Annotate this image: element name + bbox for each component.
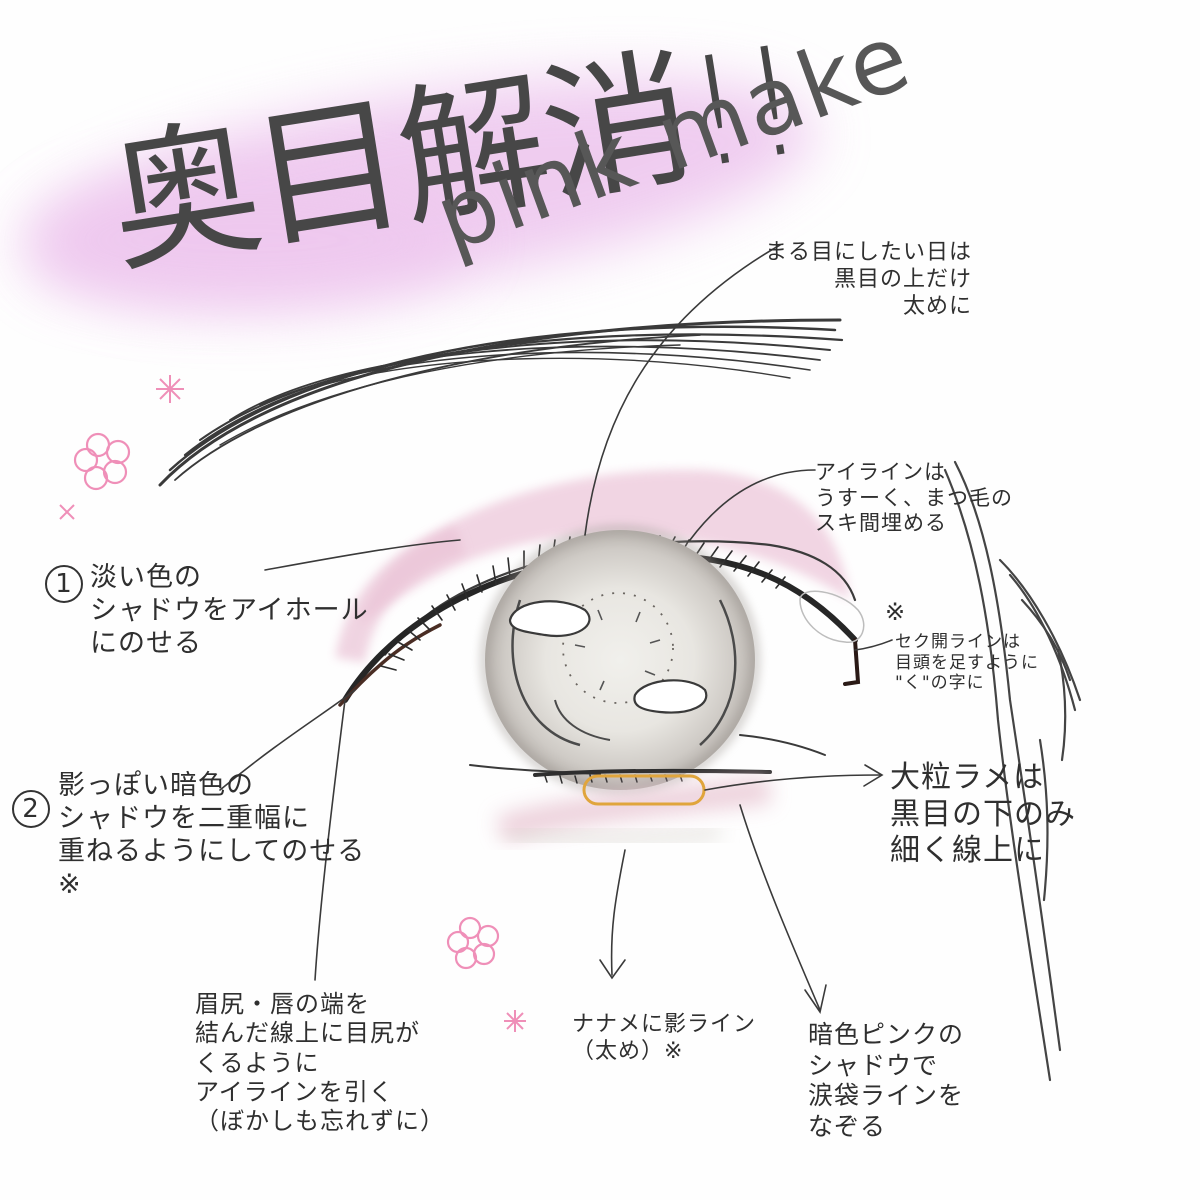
- annotation-inner-line: セク開ラインは 目頭を足すように "く"の字に: [895, 632, 1039, 694]
- eyebrow: [158, 318, 844, 487]
- iris: [481, 526, 759, 794]
- tear-bag-shadow: [495, 776, 772, 847]
- annotation-step-1: 淡い色の シャドウをアイホール にのせる: [90, 562, 369, 659]
- flower-icon: [73, 432, 131, 491]
- lower-lid: [469, 734, 826, 784]
- title-glow: [24, 77, 816, 310]
- leader-lines: [219, 244, 893, 1014]
- step-2: 2: [12, 790, 54, 828]
- glitter-line: [582, 774, 706, 806]
- annotation-tear-bag: 暗色ピンクの シャドウで 涙袋ラインを なぞる: [808, 1020, 965, 1141]
- inner-corner-mark: [799, 590, 865, 643]
- step-2-number: 2: [12, 790, 50, 828]
- face-contour: [943, 460, 1082, 1082]
- annotation-outer-corner: 眉尻・唇の端を 結んだ線上に目尻が くるように アイラインを引く （ぼかしも忘れ…: [195, 990, 445, 1136]
- eyelid-shadow: [335, 469, 850, 663]
- annotation-note-mark: ※: [885, 598, 907, 626]
- flower-icon: [446, 916, 500, 970]
- step-1-number: 1: [45, 565, 83, 603]
- eye-highlights: [508, 600, 708, 714]
- annotation-glitter: 大粒ラメは 黒目の下のみ 細く線上に: [890, 760, 1076, 869]
- annotation-diagonal: ナナメに影ライン （太め）※: [572, 1012, 757, 1064]
- annotation-step-2: 影っぽい暗色の シャドウを二重幅に 重ねるようにしてのせる ※: [58, 770, 366, 900]
- annotation-marume: まる目にしたい日は 黒目の上だけ 太めに: [765, 240, 973, 319]
- step-1: 1: [45, 565, 87, 603]
- sparkle-icon: [59, 375, 526, 1032]
- annotation-eyeline: アイラインは うすーく、まつ毛の スキ間埋める: [815, 460, 1013, 536]
